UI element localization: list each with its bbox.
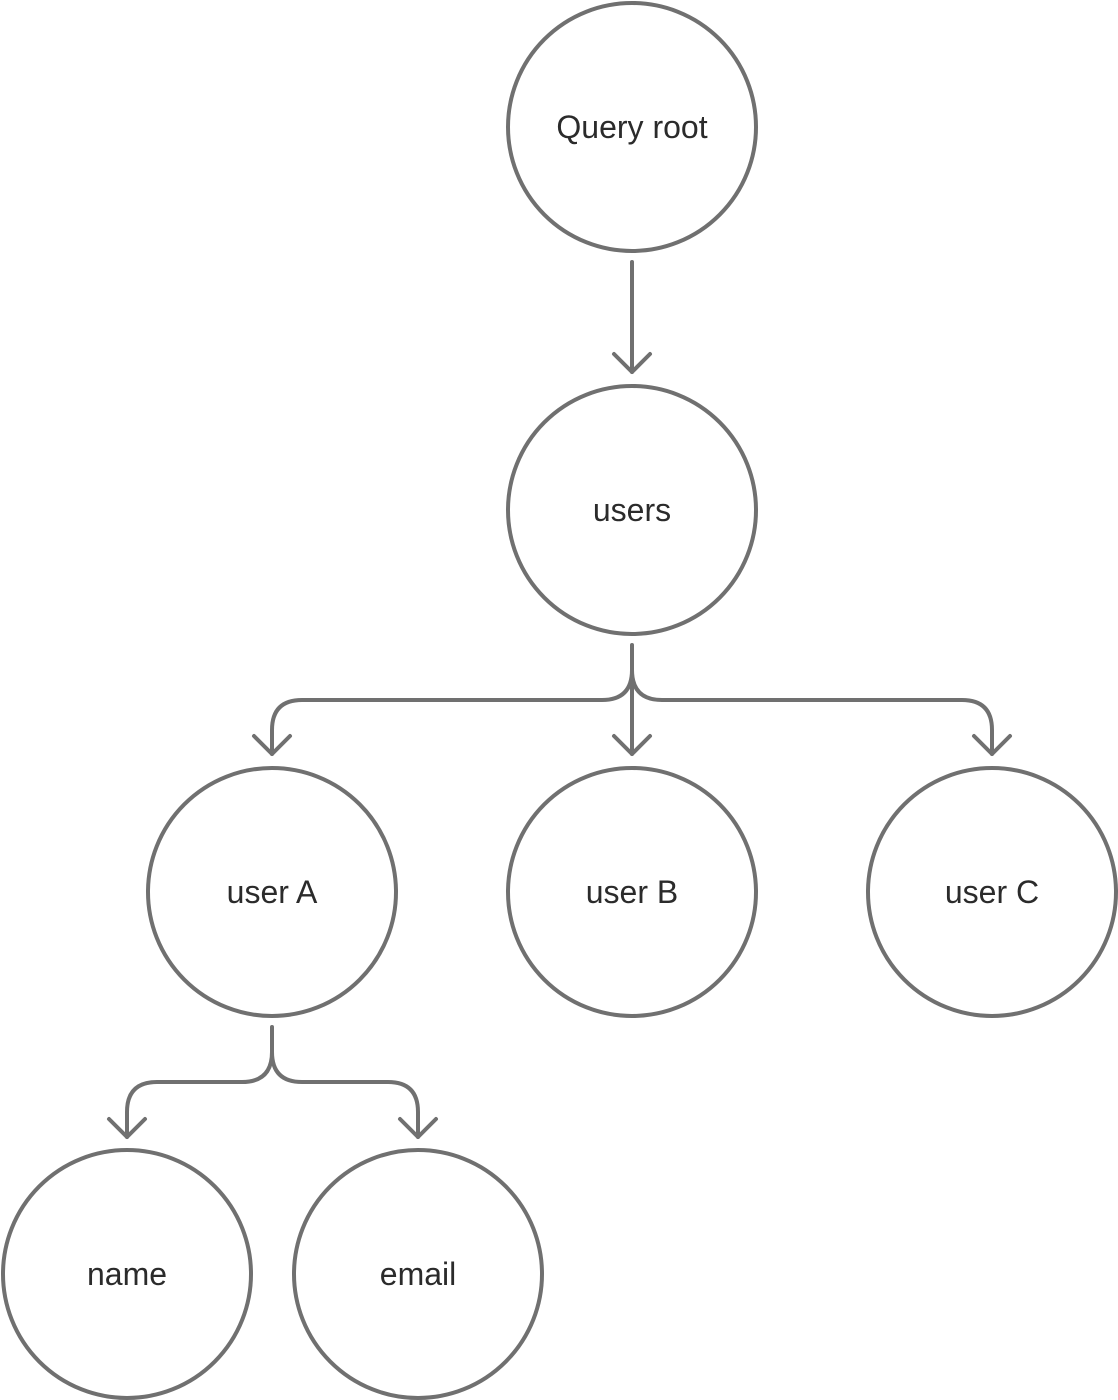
node-circle [506, 384, 758, 636]
node-circle [1, 1148, 253, 1400]
edge-users-to-user-c [630, 668, 994, 756]
node-user-b: user B [506, 766, 758, 1018]
arrowhead-email [398, 1117, 438, 1139]
node-label: name [87, 1256, 167, 1292]
arrowhead-name [107, 1117, 147, 1139]
node-circle [292, 1148, 544, 1400]
arrowhead-user-a [252, 734, 292, 756]
edge-user-a-to-name [125, 1050, 274, 1139]
node-email: email [292, 1148, 544, 1400]
node-circle [146, 766, 398, 1018]
node-name: name [1, 1148, 253, 1400]
edge-user-a-to-email [270, 1050, 420, 1139]
node-circle [866, 766, 1118, 1018]
node-label: email [380, 1256, 456, 1292]
node-label: user B [586, 874, 678, 910]
edges [107, 260, 1012, 1139]
node-users: users [506, 384, 758, 636]
node-query-root: Query root [506, 1, 758, 253]
node-circle [506, 1, 758, 253]
edge-users-to-user-a [270, 668, 634, 756]
node-user-c: user C [866, 766, 1118, 1018]
node-circle [506, 766, 758, 1018]
arrowhead-user-c [972, 734, 1012, 756]
arrowhead-users [612, 352, 652, 374]
node-label: Query root [556, 109, 707, 145]
node-user-a: user A [146, 766, 398, 1018]
arrowhead-user-b [612, 734, 652, 756]
node-label: user C [945, 874, 1039, 910]
node-label: user A [227, 874, 318, 910]
node-label: users [593, 492, 671, 528]
